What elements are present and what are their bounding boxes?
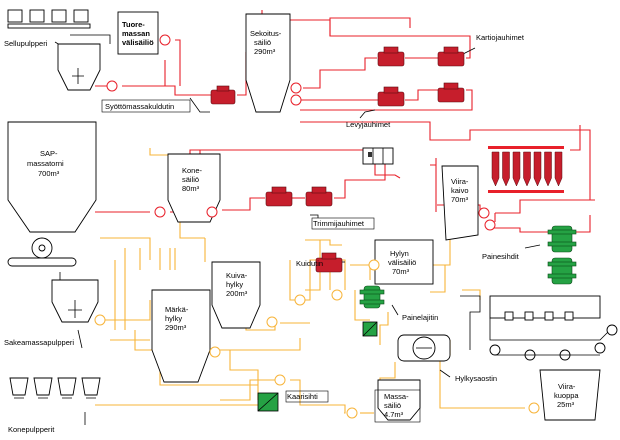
broke-buffer-tank <box>374 239 434 285</box>
disc-refiner-1 <box>377 46 405 67</box>
label-sakea: Sakeamassapulpperi <box>4 338 74 347</box>
wire-pit-lower <box>539 369 601 421</box>
bale-conveyor <box>7 9 91 29</box>
machine-chest <box>167 153 221 223</box>
cleaner-bank <box>488 146 564 193</box>
pumps-fiber <box>106 34 496 231</box>
wet-broke-chest <box>151 289 211 383</box>
label-sap-2: massatorni <box>27 159 64 168</box>
cleaner-cone <box>502 151 510 187</box>
mixing-chest <box>245 13 291 113</box>
cleaner-cone <box>523 151 531 187</box>
label-tuore-1: Tuore- <box>122 20 145 29</box>
trim-refiner-2 <box>305 186 333 207</box>
wire-pit <box>441 165 479 241</box>
label-tuore-3: välisäiliö <box>122 38 154 47</box>
conical-refiner-2 <box>437 82 465 103</box>
pulp-pulper <box>57 34 111 91</box>
sap-tower <box>7 121 97 233</box>
paper-machine <box>460 295 618 361</box>
labels: Sellupulpperi Tuore- massan välisäiliö S… <box>4 20 579 434</box>
label-kaarisihti: Kaarisihti <box>287 392 318 401</box>
label-sekoitus-2: säiliö <box>254 38 271 47</box>
label-sekoitus-3: 290m³ <box>254 47 276 56</box>
label-viirakuoppa-2: kuoppa <box>554 391 579 400</box>
label-marka-1: Märkä- <box>165 305 189 314</box>
pressure-screens <box>547 225 577 285</box>
label-hylyn-1: Hylyn <box>390 249 409 258</box>
label-sap-1: SAP- <box>40 149 58 158</box>
label-kuiva-3: 200m³ <box>226 289 248 298</box>
label-trimmi: Trimmijauhimet <box>313 219 365 228</box>
cleaner-unit <box>362 147 394 165</box>
label-kuiva-1: Kuiva- <box>226 271 248 280</box>
label-syotto: Syöttömassakuldutin <box>105 102 174 111</box>
label-marka-3: 290m³ <box>165 323 187 332</box>
label-marka-2: hylky <box>165 314 182 323</box>
cleaner-cone <box>533 151 542 187</box>
label-massa-2: säiliö <box>384 401 401 410</box>
label-konepulpperit: Konepulpperit <box>8 425 55 434</box>
machine-pulpers <box>9 377 101 399</box>
pumps-broke <box>94 259 540 419</box>
label-hylyn-3: 70m³ <box>392 267 410 276</box>
cleaner-cone <box>491 151 500 187</box>
thick-stock-pulper <box>51 272 99 323</box>
refiners <box>210 46 465 273</box>
centrifugal-cleaners <box>491 151 563 187</box>
deflaker <box>315 252 343 273</box>
label-tuore-2: massan <box>122 29 150 38</box>
label-viirakuoppa-1: Viira- <box>558 382 576 391</box>
label-kone-2: säiliö <box>182 175 199 184</box>
label-viira-2: kaivo <box>451 186 469 195</box>
dry-broke-chest <box>211 261 261 329</box>
label-sap-3: 700m³ <box>38 169 60 178</box>
label-kone-1: Kone- <box>182 166 203 175</box>
label-viira-1: Viira- <box>451 177 469 186</box>
label-painesihdit: Painesihdit <box>482 252 520 261</box>
label-sekoitus-1: Sekoitus- <box>250 29 282 38</box>
label-massa-1: Massa- <box>384 392 409 401</box>
feed-stock-deflaker <box>210 85 236 105</box>
cleaner-cone <box>554 151 563 187</box>
sap-conveyor <box>7 257 77 267</box>
disc-refiner-2 <box>377 86 405 107</box>
cleaner-cone <box>512 151 521 187</box>
broke-thickener <box>397 334 451 362</box>
label-massa-3: 4.7m³ <box>384 410 404 419</box>
trim-refiner-1 <box>265 186 293 207</box>
label-hylyn-2: välisäiliö <box>388 258 416 267</box>
pressure-sorter <box>359 285 385 309</box>
label-levy: Levyjauhimet <box>346 120 391 129</box>
label-kuidutin: Kuidutin <box>296 259 323 268</box>
fresh-stock-tank <box>117 11 159 55</box>
conical-refiner-1 <box>437 46 465 67</box>
cleaner-cone <box>544 151 552 187</box>
label-viira-3: 70m³ <box>451 195 469 204</box>
label-painelajitin: Painelajitin <box>402 313 438 322</box>
label-kone-3: 80m³ <box>182 184 200 193</box>
label-viirakuoppa-3: 25m³ <box>557 400 575 409</box>
label-kartio: Kartiojauhimet <box>476 33 525 42</box>
label-hylkysaostin: Hylkysaostin <box>455 374 497 383</box>
label-kuiva-2: hylky <box>226 280 243 289</box>
label-sellupulpperi: Sellupulpperi <box>4 39 48 48</box>
label-frames <box>101 99 421 423</box>
